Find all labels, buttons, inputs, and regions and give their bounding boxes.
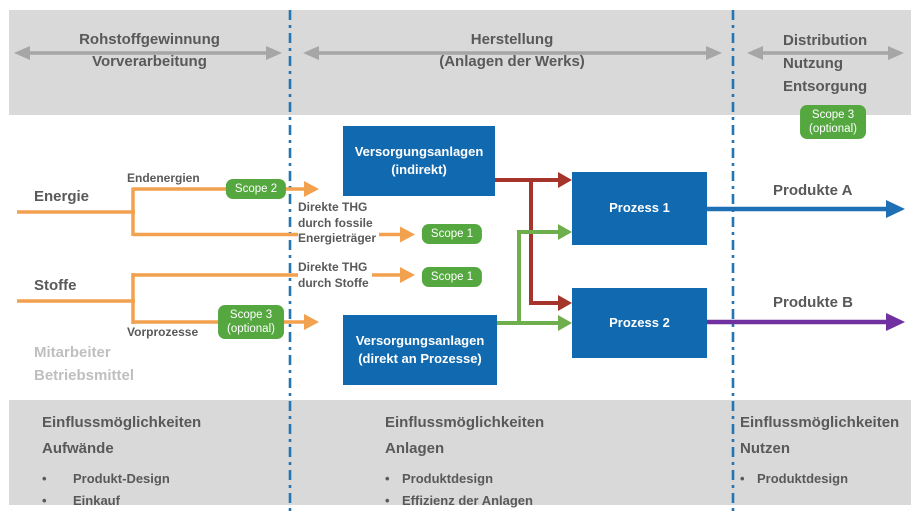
- phase-header-distribution: Distribution Nutzung Entsorgung: [783, 32, 868, 95]
- bullet-dot: •: [42, 471, 47, 486]
- footer-col-nutzen: Einflussmöglichkeiten Nutzen • Produktde…: [740, 410, 912, 490]
- box-versorgungsanlagen-indirekt: Versorgungsanlagen (indirekt): [343, 126, 495, 196]
- box-versorgungsanlagen-direkt: Versorgungsanlagen (direkt an Prozesse): [343, 315, 497, 385]
- footer-heading-anlagen: Einflussmöglichkeiten Anlagen: [385, 414, 545, 457]
- bullet-produktdesign: • Produktdesign: [740, 468, 912, 490]
- footer-heading-aufwaende: Einflussmöglichkeiten Aufwände: [42, 414, 202, 457]
- flow-label-endenergien: Endenergien: [127, 171, 200, 185]
- bullet-produktdesign: • Produktdesign: [385, 468, 635, 490]
- indirekt-supply-arrows: [495, 172, 572, 311]
- direkt-supply-arrows: [497, 224, 572, 331]
- footer-heading-nutzen: Einflussmöglichkeiten Nutzen: [740, 414, 900, 457]
- footer-col-aufwaende: Einflussmöglichkeiten Aufwände • Produkt…: [42, 410, 277, 512]
- bullet-label: Produkt-Design: [73, 471, 170, 486]
- box-prozess-2: Prozess 2: [572, 288, 707, 358]
- bullet-einkauf: • Einkauf: [42, 490, 277, 512]
- phase-header-herstellung: Herstellung (Anlagen der Werks): [439, 31, 585, 70]
- scope3-badge-vorprozesse: Scope 3 (optional): [218, 305, 284, 339]
- flow-label-vorprozesse: Vorprozesse: [127, 325, 199, 339]
- input-label-energie: Energie: [34, 188, 90, 205]
- produkte-a-arrow: [707, 200, 905, 218]
- bullet-dot: •: [42, 493, 47, 508]
- box-prozess-1: Prozess 1: [572, 172, 707, 245]
- bullet-label: Produktdesign: [757, 471, 849, 486]
- influence-footer-band: [9, 400, 911, 505]
- input-label-mitarbeiter: Mitarbeiter: [34, 344, 111, 361]
- scope2-badge: Scope 2: [225, 179, 287, 199]
- footer-col-anlagen: Einflussmöglichkeiten Anlagen • Produktd…: [385, 410, 635, 512]
- flow-label-stoffe-thg: Direkte THG durch Stoffe: [298, 260, 372, 291]
- phase-header-band: [9, 10, 911, 115]
- phase-span-arrows: [14, 46, 904, 60]
- bullet-effizienz-der-anlagen: • Effizienz der Anlagen: [385, 490, 635, 512]
- output-label-produkte-a: Produkte A: [773, 182, 853, 199]
- scope1-badge-stoffe: Scope 1: [421, 267, 483, 287]
- footer-bullets-nutzen: • Produktdesign: [740, 468, 912, 490]
- bullet-label: Produktdesign: [402, 471, 494, 486]
- bullet-produkt-design: • Produkt-Design: [42, 468, 277, 490]
- input-label-betriebsmittel: Betriebsmittel: [34, 367, 135, 384]
- footer-bullets-aufwaende: • Produkt-Design • Einkauf: [42, 468, 277, 512]
- input-label-stoffe: Stoffe: [34, 277, 77, 294]
- footer-bullets-anlagen: • Produktdesign • Effizienz der Anlagen: [385, 468, 635, 512]
- bullet-label: Effizienz der Anlagen: [402, 493, 533, 508]
- bullet-dot: •: [740, 471, 745, 486]
- bullet-label: Einkauf: [73, 493, 120, 508]
- flow-label-fossile-thg: Direkte THG durch fossile Energieträger: [298, 200, 380, 247]
- scope1-badge-energie: Scope 1: [421, 224, 483, 244]
- produkte-b-arrow: [707, 313, 905, 331]
- phase-separator-lines: [288, 10, 735, 514]
- output-label-produkte-b: Produkte B: [773, 294, 854, 311]
- scope3-badge-distribution: Scope 3 (optional): [800, 105, 866, 139]
- phase-header-rohstoffgewinnung: Rohstoffgewinnung Vorverarbeitung: [79, 31, 220, 70]
- bullet-dot: •: [385, 471, 390, 486]
- bullet-dot: •: [385, 493, 390, 508]
